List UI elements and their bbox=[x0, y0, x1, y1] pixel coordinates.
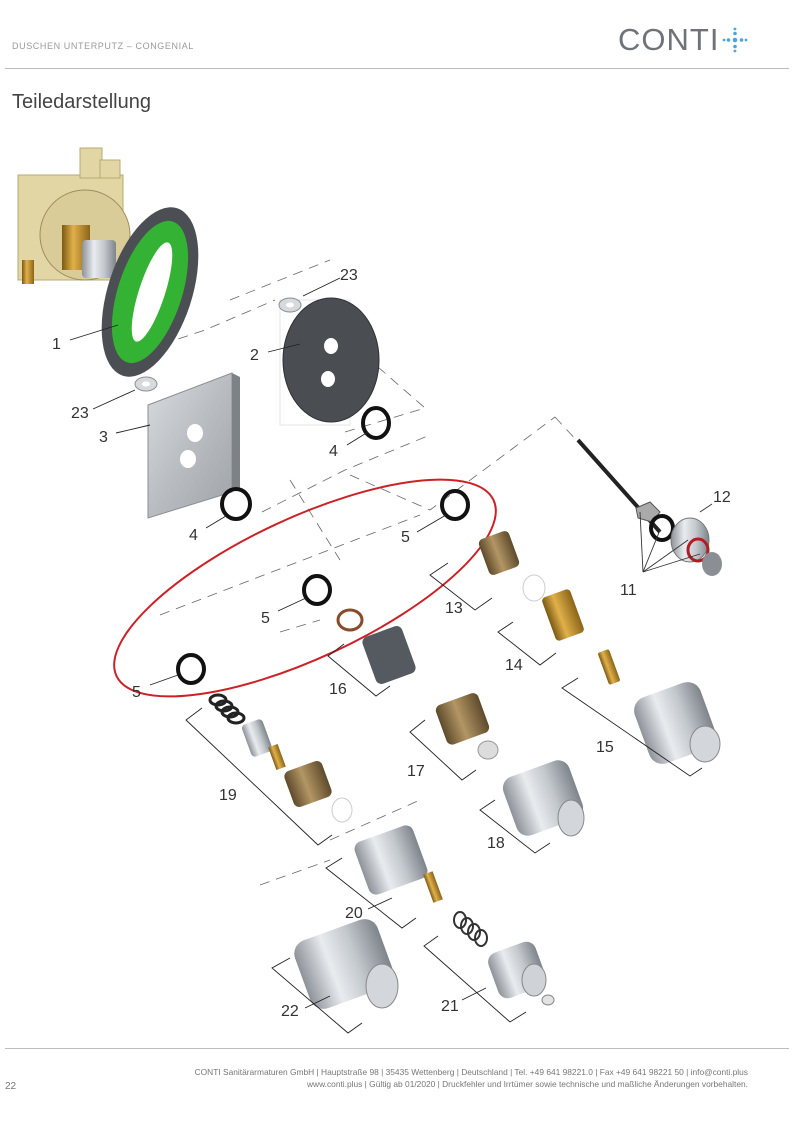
part-4-o-ring bbox=[220, 487, 252, 521]
label-part-23: 23 bbox=[340, 267, 358, 284]
label-part-20: 20 bbox=[345, 905, 363, 922]
part-19-spindle-set bbox=[208, 693, 353, 823]
part-22-chrome-handle bbox=[294, 919, 399, 1009]
part-14-thermostatic-cartridge bbox=[542, 589, 620, 685]
page-number: 22 bbox=[5, 1081, 17, 1092]
part-21-spring-and-knob bbox=[453, 911, 555, 1006]
label-part-5: 5 bbox=[261, 610, 270, 627]
part-5-o-ring bbox=[302, 574, 332, 606]
label-part-4: 4 bbox=[329, 443, 338, 460]
label-part-4: 4 bbox=[189, 527, 198, 544]
part-16-valve-insert bbox=[336, 608, 416, 684]
footer-web-line: www.conti.plus | Gültig ab 01/2020 | Dru… bbox=[306, 1079, 748, 1089]
label-bracket-lines bbox=[69, 277, 703, 1034]
part-1-mounting-box bbox=[17, 147, 199, 377]
logo-text: CONTI bbox=[618, 22, 720, 57]
part-3-square-cover-plate bbox=[147, 372, 240, 519]
part-20-mixing-handle bbox=[354, 825, 443, 903]
label-part-15: 15 bbox=[596, 739, 614, 756]
part-5-o-ring bbox=[440, 489, 470, 521]
plus-dots-icon bbox=[723, 27, 748, 53]
exploded-parts-diagram: 1 2 3 4 4 5 5 5 11 12 13 14 15 16 17 18 … bbox=[17, 147, 731, 1034]
label-part-22: 22 bbox=[281, 1003, 299, 1020]
footer-divider bbox=[5, 1048, 789, 1049]
label-part-14: 14 bbox=[505, 657, 523, 674]
label-part-1: 1 bbox=[52, 336, 61, 353]
label-part-2: 2 bbox=[250, 347, 259, 364]
footer-company-line: CONTI Sanitärarmaturen GmbH | Hauptstraß… bbox=[194, 1067, 748, 1077]
part-13-cartridge bbox=[478, 531, 546, 602]
label-part-18: 18 bbox=[487, 835, 505, 852]
section-title: DUSCHEN UNTERPUTZ – CONGENIAL bbox=[12, 41, 194, 51]
label-part-19: 19 bbox=[219, 787, 237, 804]
part-4-o-ring bbox=[361, 406, 391, 440]
part-5-o-ring bbox=[176, 653, 206, 685]
label-part-3: 3 bbox=[99, 429, 108, 446]
page-title: Teiledarstellung bbox=[12, 91, 151, 113]
part-11-12-diverter-rod bbox=[576, 438, 722, 576]
label-part-13: 13 bbox=[445, 600, 463, 617]
footer-legal: CONTI Sanitärarmaturen GmbH | Hauptstraß… bbox=[195, 1066, 748, 1090]
label-part-12: 12 bbox=[713, 489, 731, 506]
label-part-17: 17 bbox=[407, 763, 425, 780]
header-divider bbox=[5, 68, 789, 69]
label-part-5: 5 bbox=[132, 684, 141, 701]
label-part-5: 5 bbox=[401, 529, 410, 546]
label-part-11: 11 bbox=[620, 582, 637, 599]
conti-logo: CONTI bbox=[618, 20, 749, 60]
label-part-23: 23 bbox=[71, 405, 89, 422]
part-2-round-cover-plate bbox=[279, 297, 380, 426]
part-17-cartridge bbox=[435, 693, 499, 760]
label-part-21: 21 bbox=[441, 998, 459, 1015]
label-part-16: 16 bbox=[329, 681, 347, 698]
